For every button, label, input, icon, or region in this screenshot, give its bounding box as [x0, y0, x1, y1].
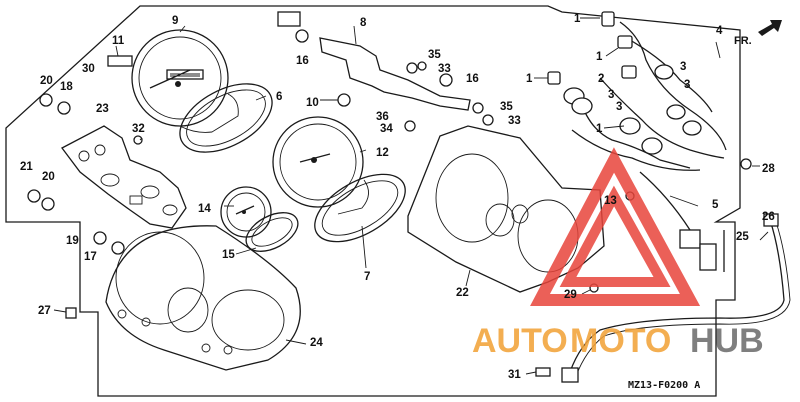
label-7: 7 — [364, 271, 370, 283]
label-24: 24 — [310, 337, 323, 349]
front-direction-marker: FR. — [734, 20, 782, 47]
label-35-top: 35 — [428, 49, 441, 61]
part-code: MZ13-F0200 A — [628, 380, 700, 391]
label-33-bottom: 33 — [508, 115, 521, 127]
label-35-bottom: 35 — [500, 101, 513, 113]
label-2: 2 — [598, 73, 604, 85]
meter-case — [407, 125, 605, 293]
label-17: 17 — [84, 251, 97, 263]
diagram-frame — [5, 5, 741, 397]
label-13: 13 — [604, 195, 617, 207]
label-9: 9 — [172, 15, 178, 27]
label-1-b: 1 — [596, 51, 603, 63]
label-25: 25 — [736, 231, 749, 243]
label-11: 11 — [112, 35, 125, 47]
watermark-moto: MOTO — [570, 322, 671, 360]
meter-bracket — [61, 125, 187, 229]
label-29: 29 — [564, 289, 577, 301]
watermark-wordmark: AUTO MOTO HUB — [472, 322, 764, 360]
label-4: 4 — [716, 25, 723, 37]
label-3-a: 3 — [680, 61, 686, 73]
label-12: 12 — [376, 147, 389, 159]
label-36: 36 — [376, 111, 389, 123]
label-20-top: 20 — [40, 75, 53, 87]
label-26: 26 — [762, 211, 775, 223]
label-3-d: 3 — [616, 101, 622, 113]
label-22: 22 — [456, 287, 469, 299]
tachometer-cover — [314, 173, 406, 243]
meter-stay — [319, 37, 471, 111]
speedometer — [131, 29, 239, 133]
label-20-bottom: 20 — [42, 171, 55, 183]
small-gauge — [220, 186, 272, 238]
label-28: 28 — [762, 163, 775, 175]
label-1-d: 1 — [596, 123, 603, 135]
label-16-left: 16 — [296, 55, 309, 67]
watermark-hub: HUB — [690, 322, 764, 360]
label-34: 34 — [380, 123, 393, 135]
label-16-right: 16 — [466, 73, 479, 85]
label-3-b: 3 — [608, 89, 614, 101]
front-arrow-icon — [758, 20, 782, 36]
label-27: 27 — [38, 305, 51, 317]
tachometer — [272, 116, 369, 215]
label-8: 8 — [360, 17, 367, 29]
small-gauge-cover — [245, 212, 299, 252]
speedometer-cable — [561, 213, 791, 383]
label-19: 19 — [66, 235, 79, 247]
part-labels: 9 11 30 20 18 23 32 21 20 19 17 27 6 12 … — [20, 13, 775, 391]
label-14: 14 — [198, 203, 211, 215]
front-label: FR. — [734, 35, 752, 47]
label-18: 18 — [60, 81, 73, 93]
label-33-top: 33 — [438, 63, 451, 75]
meter-panel — [105, 225, 301, 371]
meter-wire-connector — [639, 171, 725, 272]
speedometer-cover — [179, 83, 273, 153]
leader-lines — [53, 17, 769, 375]
label-6: 6 — [276, 91, 282, 103]
label-1-c: 1 — [526, 73, 533, 85]
label-30: 30 — [82, 63, 95, 75]
watermark-logo — [530, 147, 701, 306]
label-23: 23 — [96, 103, 109, 115]
label-1-a: 1 — [574, 13, 581, 25]
label-32: 32 — [132, 123, 145, 135]
watermark-auto: AUTO — [472, 322, 568, 360]
label-15: 15 — [222, 249, 235, 261]
wire-harness — [547, 11, 727, 171]
label-3-c: 3 — [684, 79, 690, 91]
label-21: 21 — [20, 161, 33, 173]
label-5: 5 — [712, 199, 719, 211]
label-10: 10 — [306, 97, 319, 109]
label-31: 31 — [508, 369, 521, 381]
